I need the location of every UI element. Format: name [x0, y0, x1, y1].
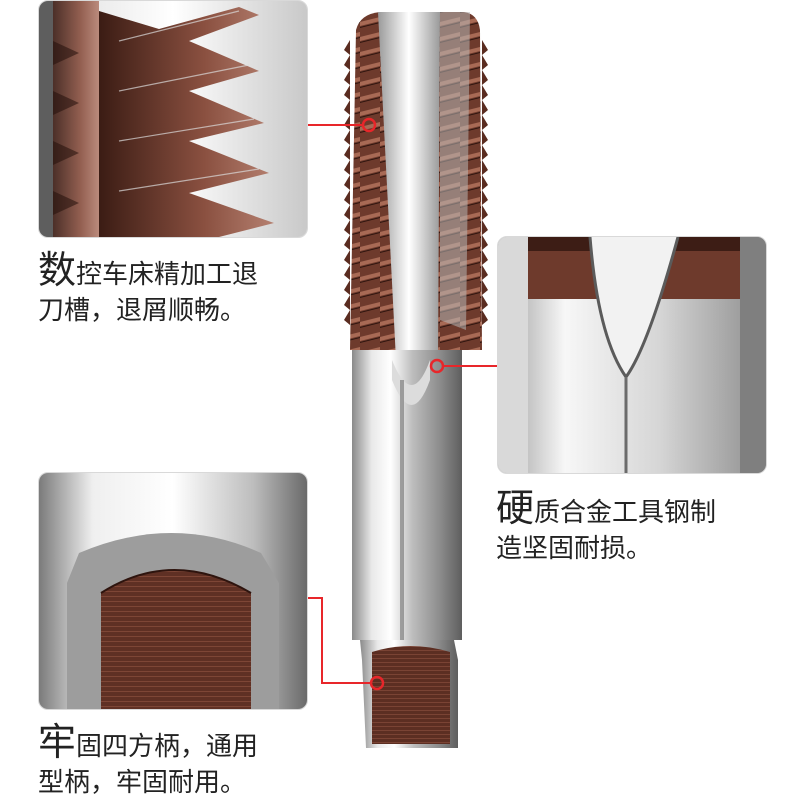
caption-lead-char: 硬 [496, 486, 535, 530]
caption-line-1: 牢固四方柄，通用 [38, 718, 258, 767]
caption-lead-char: 数 [38, 248, 77, 292]
caption-cnc-groove: 数控车床精加工退 刀槽，退屑顺畅。 [38, 246, 258, 328]
thread-closeup-image [39, 1, 307, 237]
caption-hard-alloy: 硬质合金工具钢制 造坚固耐损。 [496, 484, 716, 566]
caption-line-1: 数控车床精加工退 [38, 246, 258, 295]
caption-line-2: 刀槽，退屑顺畅。 [38, 295, 247, 326]
caption-line-1: 硬质合金工具钢制 [496, 484, 716, 533]
caption-text: 控车床精加工退 [76, 260, 259, 290]
square-drive-closeup-panel [38, 472, 308, 710]
caption-line-2: 造坚固耐损。 [496, 533, 653, 564]
caption-text: 固四方柄，通用 [76, 732, 259, 762]
caption-lead-char: 牢 [38, 720, 77, 764]
flute-closeup-image [498, 237, 766, 473]
tap-threaded-section [344, 12, 488, 385]
tap-shank [352, 350, 462, 640]
caption-text: 质合金工具钢制 [534, 498, 717, 528]
flute-closeup-panel [497, 236, 767, 474]
tap-square-drive [360, 640, 458, 748]
caption-square-shank: 牢固四方柄，通用 型柄，牢固耐用。 [38, 718, 258, 800]
caption-line-2: 型柄，牢固耐用。 [38, 767, 247, 798]
thread-closeup-panel [38, 0, 308, 238]
square-drive-closeup-image [39, 473, 307, 709]
